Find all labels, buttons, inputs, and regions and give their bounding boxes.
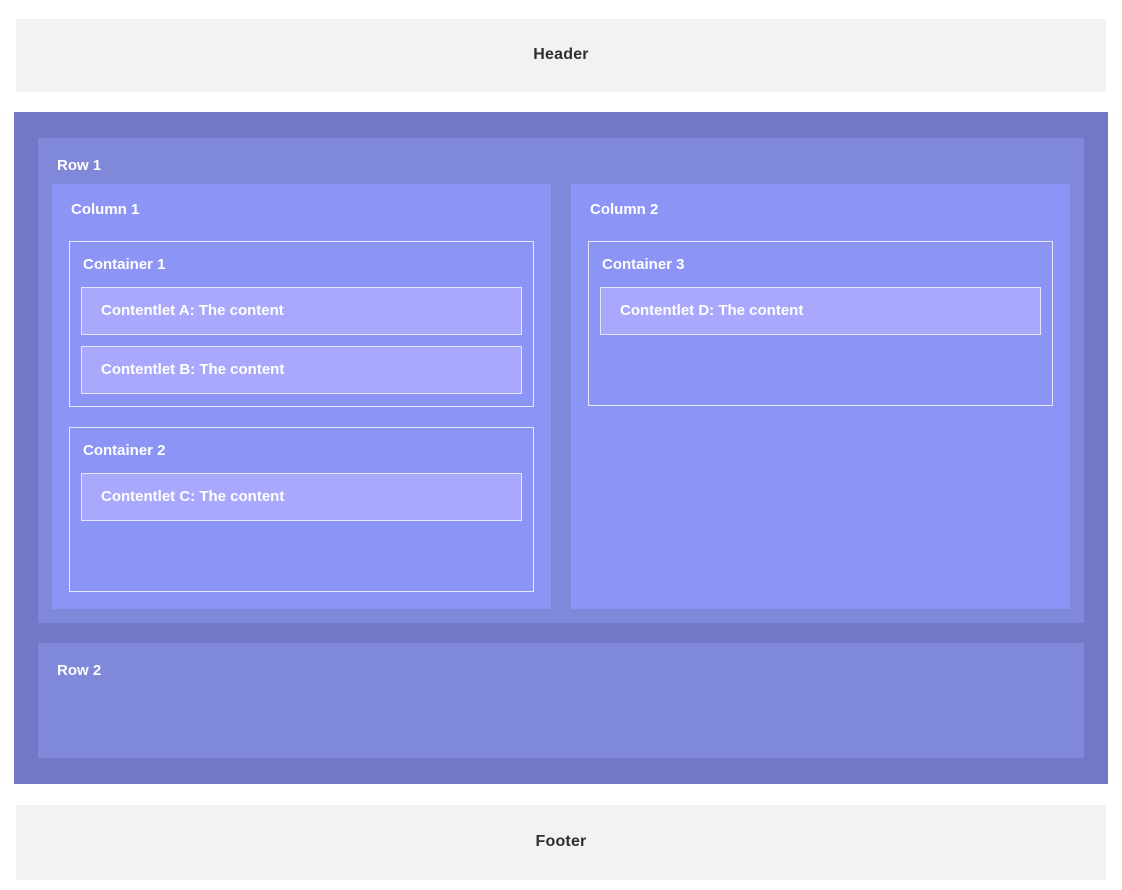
contentlet-b-label: Contentlet B: The content bbox=[101, 360, 285, 378]
contentlet-b[interactable]: Contentlet B: The content bbox=[81, 345, 522, 394]
row-1-label: Row 1 bbox=[57, 156, 102, 174]
row-2-empty-area[interactable] bbox=[52, 689, 1070, 744]
column-2[interactable]: Column 2 Container 3 Contentlet D: The c… bbox=[571, 183, 1070, 609]
page-body: Row 1 Column 1 Container 1 Contentlet A:… bbox=[14, 111, 1108, 784]
container-1-label: Container 1 bbox=[83, 255, 166, 273]
row-2[interactable]: Row 2 bbox=[38, 642, 1084, 758]
container-2[interactable]: Container 2 Contentlet C: The content bbox=[69, 426, 534, 592]
container-3-label: Container 3 bbox=[602, 255, 685, 273]
page-header[interactable]: Header bbox=[16, 19, 1106, 92]
row-1-columns: Column 1 Container 1 Contentlet A: The c… bbox=[52, 183, 1070, 609]
page-footer[interactable]: Footer bbox=[16, 804, 1106, 880]
row-2-label: Row 2 bbox=[57, 661, 102, 679]
contentlet-a-label: Contentlet A: The content bbox=[101, 301, 284, 319]
container-3[interactable]: Container 3 Contentlet D: The content bbox=[588, 240, 1053, 406]
contentlet-d[interactable]: Contentlet D: The content bbox=[600, 286, 1041, 335]
contentlet-a[interactable]: Contentlet A: The content bbox=[81, 286, 522, 335]
contentlet-c-label: Contentlet C: The content bbox=[101, 487, 285, 505]
container-1[interactable]: Container 1 Contentlet A: The content Co… bbox=[69, 240, 534, 407]
footer-label: Footer bbox=[535, 833, 587, 851]
column-2-label: Column 2 bbox=[590, 200, 659, 218]
header-label: Header bbox=[533, 46, 589, 64]
column-1-label: Column 1 bbox=[71, 200, 140, 218]
container-2-label: Container 2 bbox=[83, 441, 166, 459]
column-1[interactable]: Column 1 Container 1 Contentlet A: The c… bbox=[52, 183, 551, 609]
contentlet-d-label: Contentlet D: The content bbox=[620, 301, 804, 319]
contentlet-c[interactable]: Contentlet C: The content bbox=[81, 472, 522, 521]
row-1[interactable]: Row 1 Column 1 Container 1 Contentlet A:… bbox=[38, 137, 1084, 623]
